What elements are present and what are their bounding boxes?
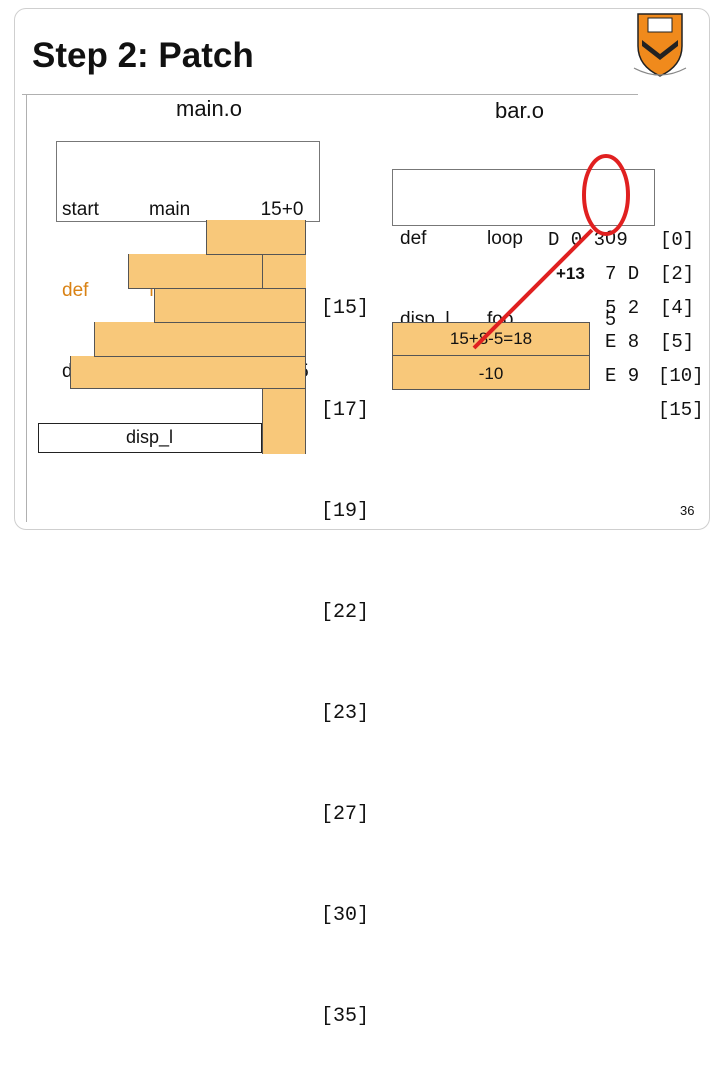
memory-block <box>70 356 306 388</box>
bar-col3-cell: 0 <box>605 228 616 249</box>
address-label: [19] <box>321 499 370 523</box>
address-label: [22] <box>321 600 370 624</box>
address-label: [17] <box>321 398 370 422</box>
slide-frame <box>14 8 710 530</box>
memory-block <box>154 288 306 322</box>
disp-l-label: disp_l <box>126 427 174 447</box>
patch-value-label: -10 <box>478 364 504 383</box>
bytes-row-1: D 0 3 9 <box>548 229 628 251</box>
memory-block <box>262 254 306 288</box>
offset-label: [15] <box>658 399 704 421</box>
slide-title: Step 2: Patch <box>32 36 254 75</box>
address-label: [27] <box>321 802 370 826</box>
memory-block <box>94 322 306 356</box>
bar-table-col3: 0 5 <box>593 171 628 387</box>
bar-o-label: bar.o <box>495 98 544 123</box>
main-col1-cell: def <box>62 280 89 301</box>
offset-label: [2] <box>660 263 695 285</box>
highlight-circle <box>582 154 630 236</box>
address-label: [15] <box>321 297 370 321</box>
left-border-line <box>26 94 27 522</box>
bytes-row-5: E 9 <box>605 365 640 387</box>
block-separator <box>128 288 306 289</box>
memory-block <box>206 220 306 254</box>
block-separator <box>154 322 306 323</box>
offset-label: [5] <box>660 331 695 353</box>
page-number: 36 <box>680 503 695 518</box>
main-col1-cell: start <box>62 199 99 220</box>
patched-block <box>392 356 590 390</box>
offset-label: [0] <box>660 229 695 251</box>
memory-block <box>262 388 306 422</box>
block-separator <box>70 388 306 389</box>
bytes-offset-label: +13 <box>556 264 585 283</box>
bytes-row-2: 7 D <box>605 263 640 285</box>
disp-l-box <box>38 423 262 453</box>
bytes-row-4: E 8 <box>605 331 640 353</box>
main-col3-cell: 15+0 <box>260 199 304 220</box>
highlight-arrow-line <box>472 228 594 350</box>
main-o-label: main.o <box>176 96 243 121</box>
bar-col3-cell: 5 <box>605 309 616 330</box>
annotation-overlay <box>472 154 630 350</box>
address-label: [35] <box>321 1005 370 1029</box>
bar-col1-cell: def <box>400 228 427 249</box>
offset-label: [4] <box>660 297 695 319</box>
block-separator <box>94 356 306 357</box>
bytes-row-3: 5 2 <box>605 297 640 319</box>
memory-block <box>128 254 262 288</box>
patch-value-label: 15+8-5=18 <box>449 329 533 348</box>
shield-logo <box>633 13 687 77</box>
title-underline <box>22 24 638 95</box>
patched-block <box>392 322 590 356</box>
block-separator <box>206 254 306 255</box>
bar-col2-cell: loop <box>487 228 523 249</box>
memory-block <box>262 422 306 454</box>
offset-label: [10] <box>658 365 704 387</box>
address-label: [23] <box>321 701 370 725</box>
address-label: [30] <box>321 904 370 928</box>
main-col2-cell: main <box>149 199 191 220</box>
